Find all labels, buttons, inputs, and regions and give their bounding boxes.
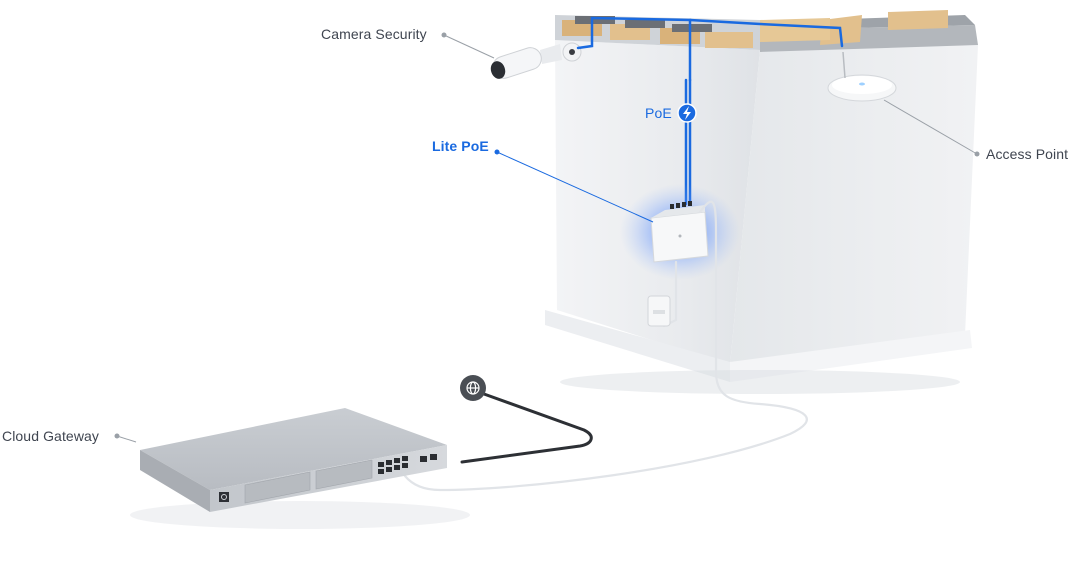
power-adapter — [647, 295, 671, 327]
poe-lightning-badge — [677, 103, 697, 123]
leader-lines — [114, 32, 980, 443]
lightning-bolt-icon — [683, 106, 691, 120]
globe-icon — [466, 381, 480, 395]
lite-poe-switch — [620, 184, 740, 280]
poe-label: PoE — [645, 105, 672, 121]
lite-poe-label: Lite PoE — [432, 138, 489, 154]
security-camera-device — [490, 42, 582, 79]
access-point-label: Access Point — [986, 146, 1069, 162]
poe-cables — [576, 16, 844, 206]
cloud-gateway-device — [130, 408, 470, 529]
camera-security-label: Camera Security — [321, 26, 427, 42]
internet-connection — [460, 375, 593, 464]
access-point-device — [827, 51, 897, 102]
cloud-gateway-label: Cloud Gateway — [2, 428, 100, 444]
wall-structure — [545, 15, 978, 394]
